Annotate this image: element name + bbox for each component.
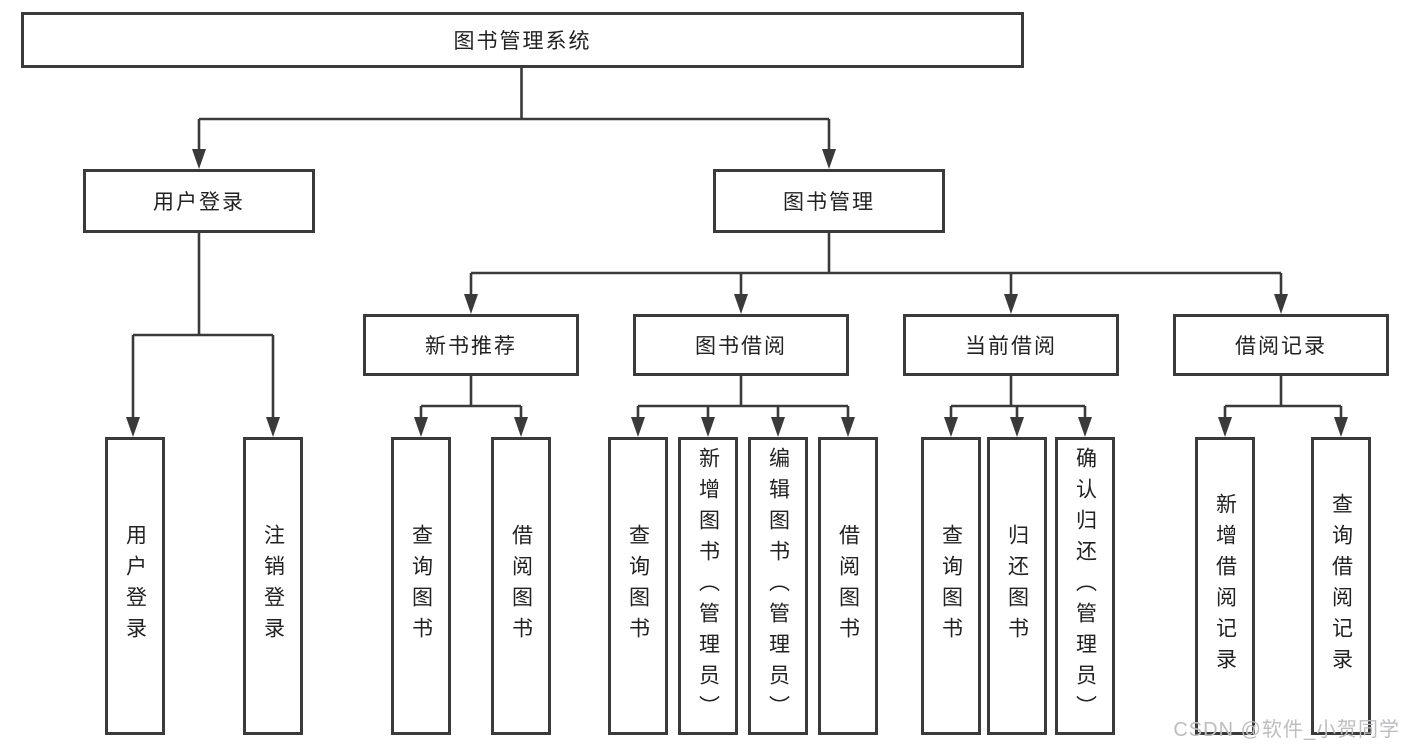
leaf-edit-book-admin: 编辑图书（管理员） [748,437,808,735]
node-label: 查询图书 [409,524,433,648]
leaf-add-book-admin: 新增图书（管理员） [678,437,738,735]
node-library-management-system: 图书管理系统 [21,12,1024,68]
node-label: 图书管理系统 [453,30,592,53]
leaf-confirm-return-admin: 确认归还（管理员） [1055,437,1115,735]
leaf-add-borrow-record: 新增借阅记录 [1195,437,1255,735]
node-label: 新增图书（管理员） [696,446,720,726]
node-label: 新增借阅记录 [1213,493,1237,679]
node-current-borrowing: 当前借阅 [903,314,1119,376]
node-label: 查询图书 [626,524,650,648]
node-book-borrowing: 图书借阅 [633,314,849,376]
node-label: 用户登录 [123,524,147,648]
leaf-query-books-borrow: 查询图书 [608,437,668,735]
leaf-borrow-books-borrow: 借阅图书 [818,437,878,735]
node-label: 归还图书 [1005,524,1029,648]
node-label: 编辑图书（管理员） [766,446,790,726]
node-new-book-recommendation: 新书推荐 [363,314,579,376]
node-label: 新书推荐 [425,335,517,358]
node-label: 确认归还（管理员） [1073,446,1097,726]
leaf-query-books-recommend: 查询图书 [391,437,451,735]
node-label: 借阅记录 [1235,335,1327,358]
node-label: 查询图书 [939,524,963,648]
node-borrowing-records: 借阅记录 [1173,314,1389,376]
node-user-login: 用户登录 [83,169,315,233]
leaf-query-borrow-record: 查询借阅记录 [1311,437,1371,735]
node-label: 借阅图书 [836,524,860,648]
node-label: 查询借阅记录 [1329,493,1353,679]
node-label: 注销登录 [261,524,285,648]
node-label: 图书借阅 [695,335,787,358]
leaf-borrow-books-recommend: 借阅图书 [491,437,551,735]
leaf-user-login: 用户登录 [105,437,165,735]
node-label: 用户登录 [153,191,245,214]
node-label: 当前借阅 [965,335,1057,358]
leaf-logout: 注销登录 [243,437,303,735]
node-label: 借阅图书 [509,524,533,648]
leaf-return-book: 归还图书 [987,437,1047,735]
csdn-watermark: CSDN @软件_小贺同学 [1173,719,1400,741]
leaf-query-books-current: 查询图书 [921,437,981,735]
node-book-management: 图书管理 [713,169,945,233]
node-label: 图书管理 [783,191,875,214]
